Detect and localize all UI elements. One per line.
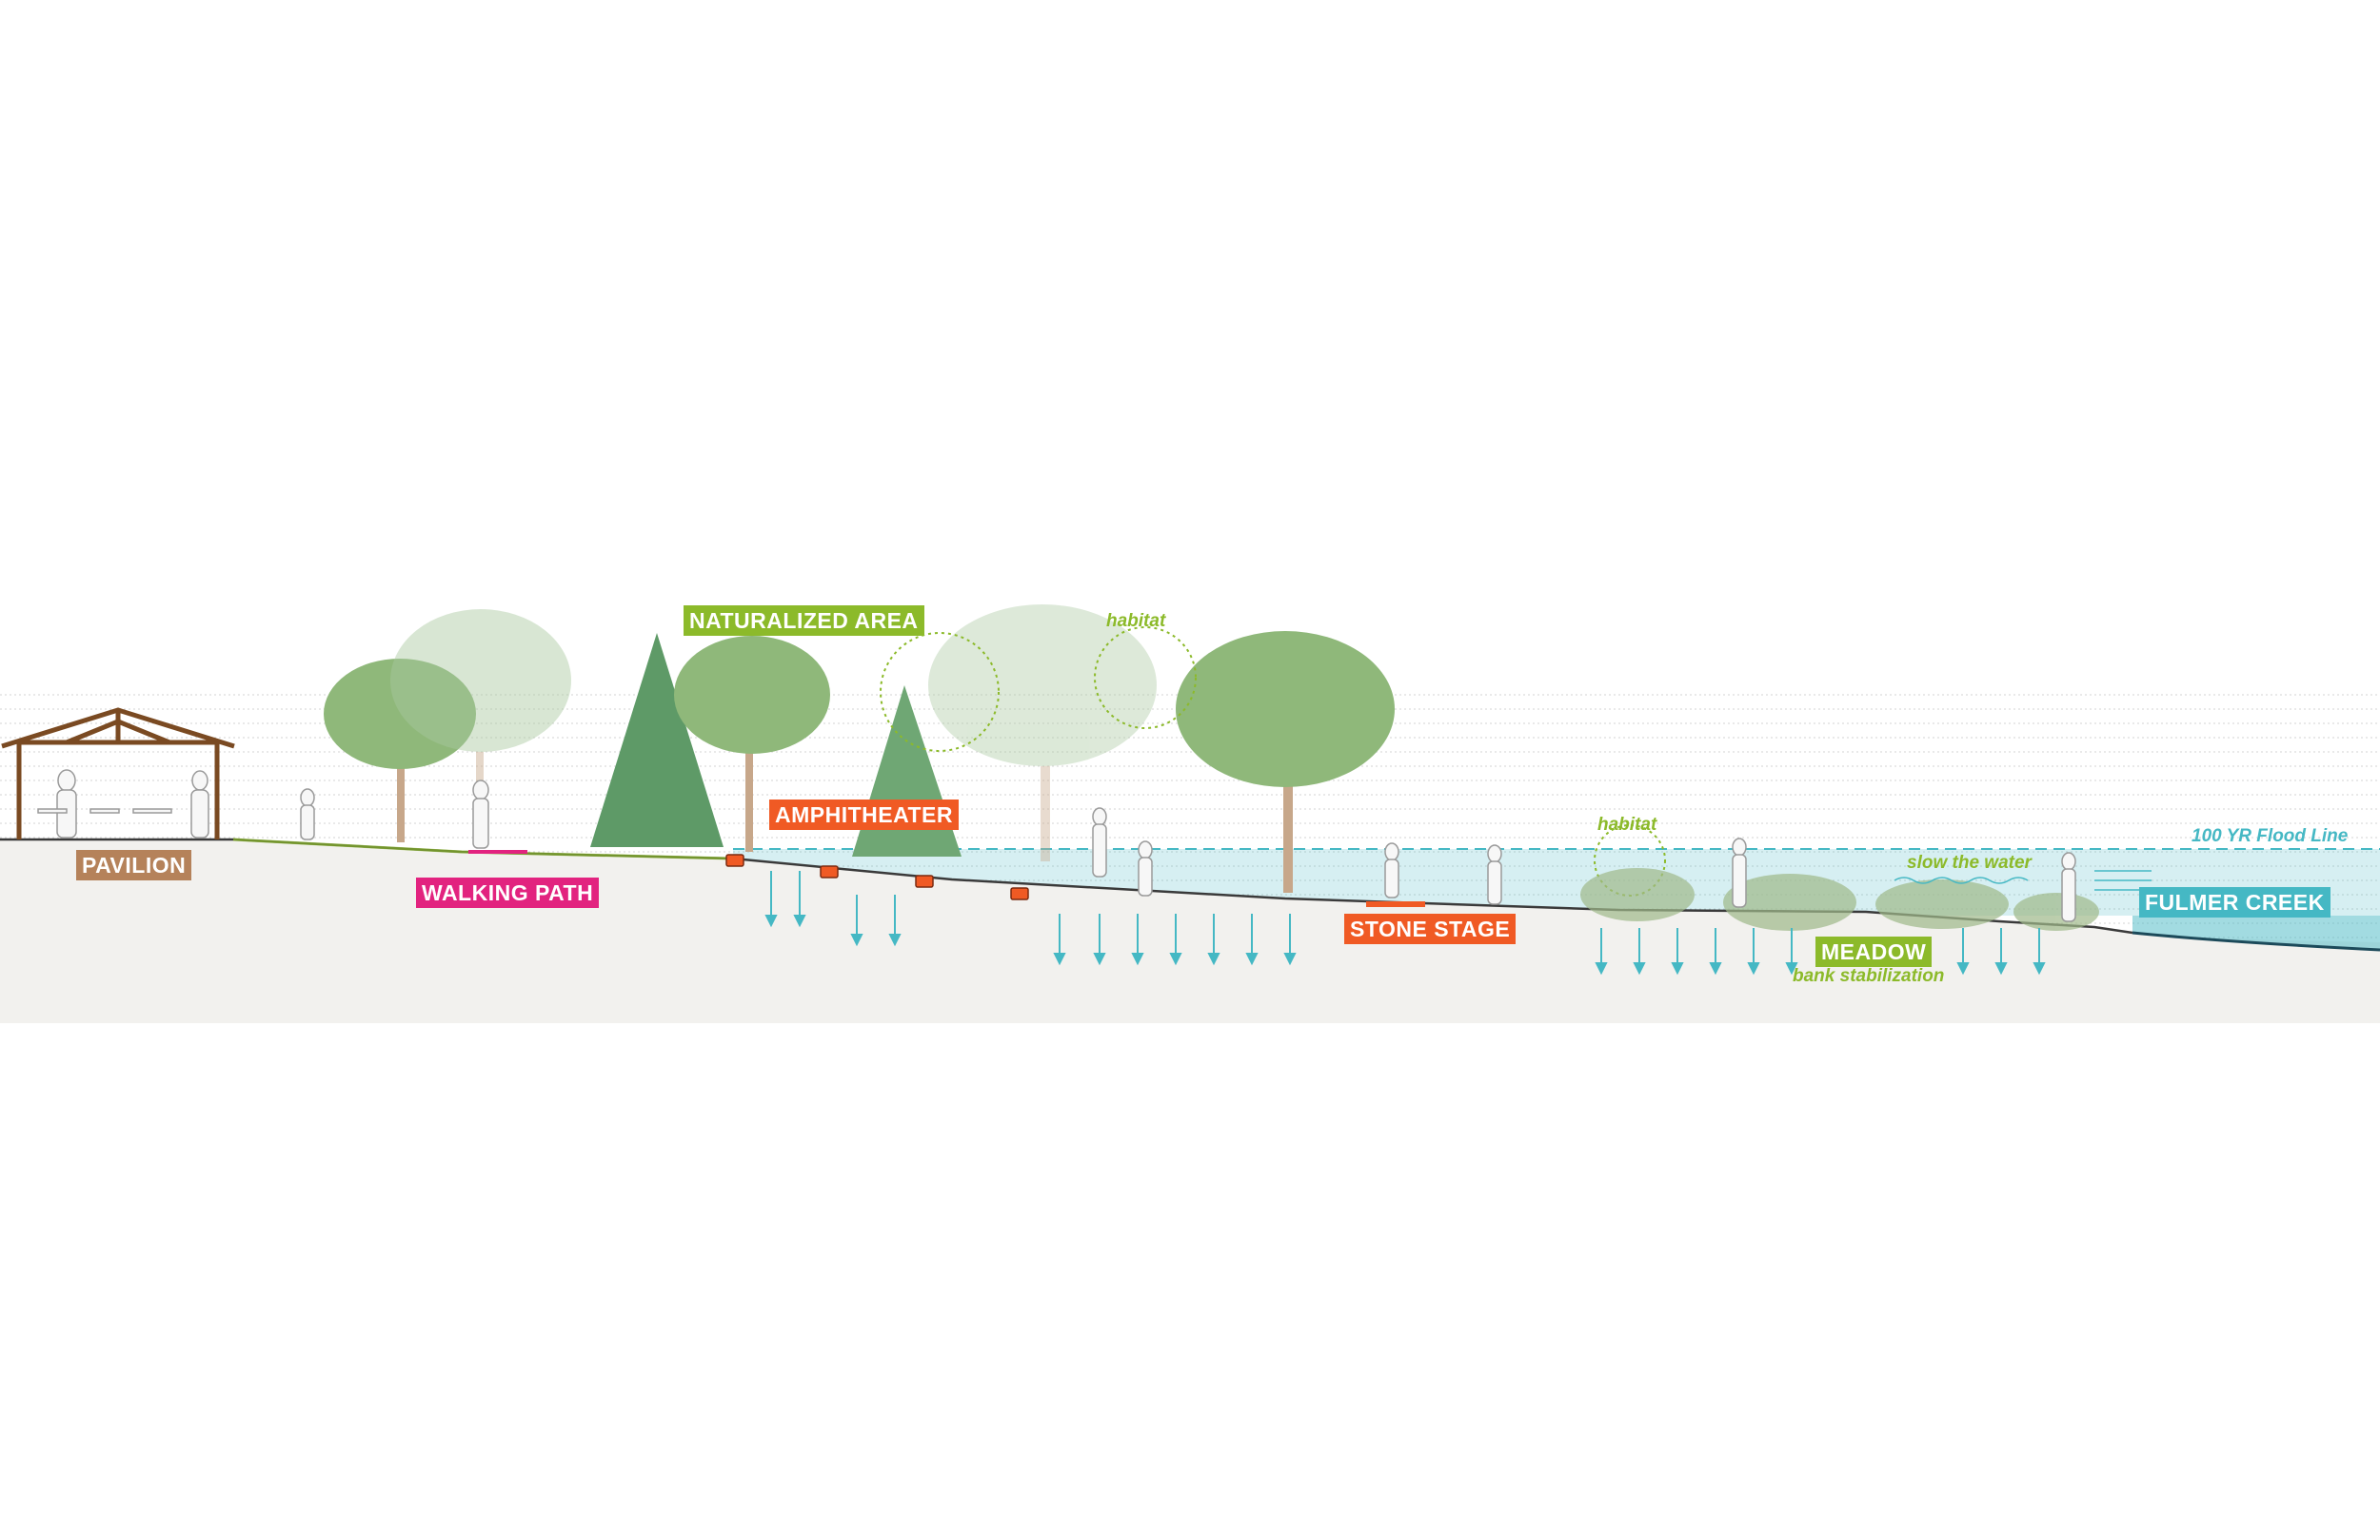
slow-the-water-note: slow the water xyxy=(1907,853,2032,873)
bank-stabilization-note: bank stabilization xyxy=(1793,966,1945,986)
stone-stage-label: STONE STAGE xyxy=(1344,914,1517,944)
flood-line-note: 100 YR Flood Line xyxy=(2192,826,2349,846)
pavilion-structure xyxy=(1,707,235,839)
naturalized-area-label: NATURALIZED AREA xyxy=(684,605,924,636)
people-silhouettes xyxy=(300,780,2076,922)
amphitheater-steps xyxy=(725,854,1029,900)
conifer-tree-1 xyxy=(590,633,724,847)
meadow-label: MEADOW xyxy=(1815,937,1933,967)
deciduous-tree-4-faded xyxy=(928,604,1157,861)
deciduous-tree-1 xyxy=(324,659,476,842)
deciduous-tree-3 xyxy=(674,636,830,852)
amphitheater-label: AMPHITHEATER xyxy=(769,800,960,830)
pavilion-label: PAVILION xyxy=(76,850,192,880)
meadow-vegetation xyxy=(1580,868,2099,931)
infiltration-arrows xyxy=(764,871,2046,976)
walking-path-label: WALKING PATH xyxy=(416,878,600,908)
walking-path-marker xyxy=(468,850,527,854)
fulmer-creek-label: FULMER CREEK xyxy=(2139,887,2330,918)
habitat-circle-2 xyxy=(1094,626,1197,729)
pavilion-people xyxy=(37,769,209,839)
habitat-note-lower: habitat xyxy=(1597,815,1657,835)
grass-strip xyxy=(232,838,734,860)
habitat-note-upper: habitat xyxy=(1106,611,1166,631)
habitat-circle-1 xyxy=(880,632,1000,752)
stone-stage-platform xyxy=(1366,901,1425,907)
creek xyxy=(2132,916,2380,952)
deciduous-tree-5 xyxy=(1176,631,1395,893)
